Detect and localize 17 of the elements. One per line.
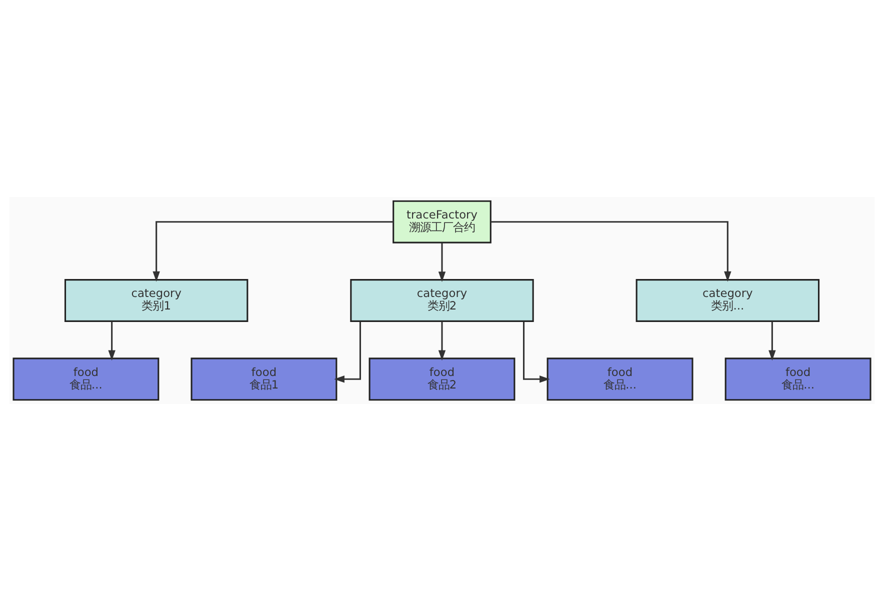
arrow — [152, 220, 394, 282]
node-box: category 类别1 — [64, 278, 248, 322]
node-box: category 类别2 — [350, 278, 534, 322]
node-box: food 食品... — [546, 357, 694, 400]
node-box: category 类别... — [636, 278, 820, 322]
arrow — [523, 321, 550, 382]
arrow — [768, 321, 776, 360]
node-box: food 食品1 — [190, 357, 338, 400]
node-box: food 食品2 — [368, 357, 516, 400]
arrow — [438, 321, 446, 360]
arrow — [334, 321, 361, 382]
arrow — [438, 242, 446, 282]
arrow — [490, 220, 732, 282]
arrow — [108, 321, 116, 360]
node-box: food 食品... — [724, 357, 872, 400]
node-box: food 食品... — [12, 357, 160, 400]
node-box: traceFactory 溯源工厂合约 — [392, 200, 492, 243]
